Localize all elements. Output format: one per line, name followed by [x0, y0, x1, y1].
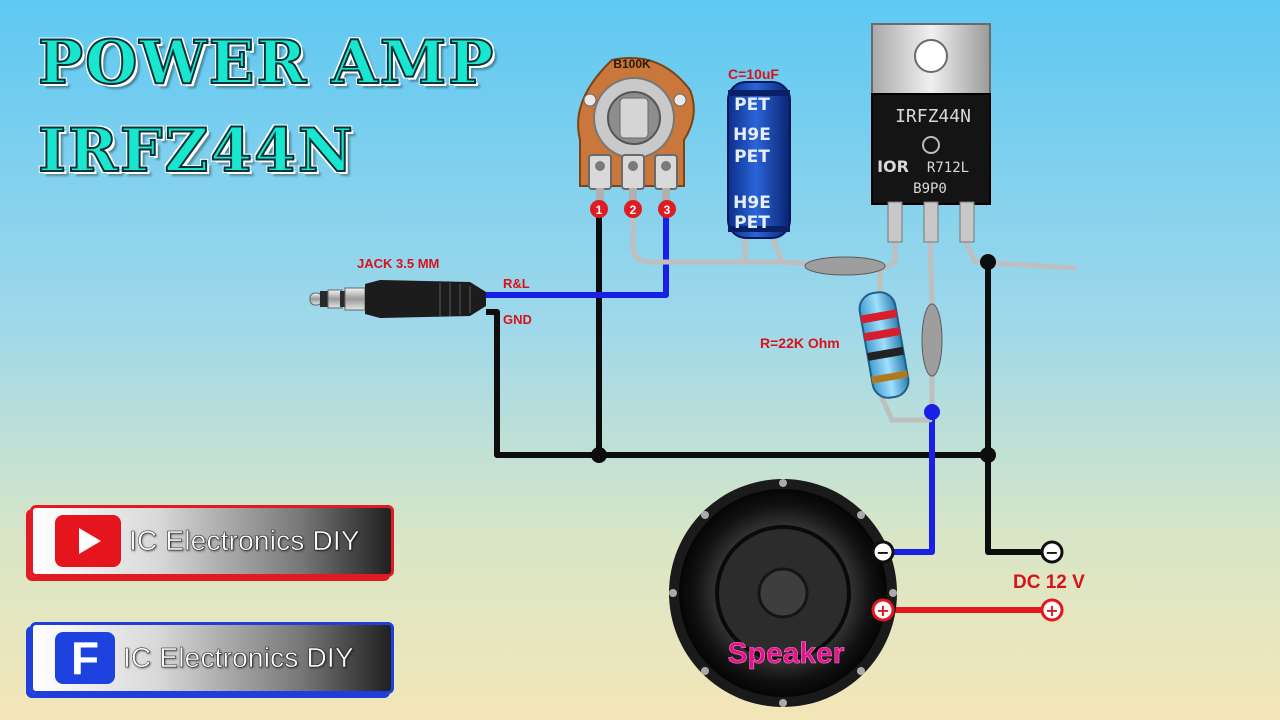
resistor-22k — [858, 291, 910, 399]
power-minus-sign: − — [1045, 543, 1058, 562]
page-title-line-1: POWER AMP — [37, 27, 496, 99]
electrolytic-capacitor: PET H9E PET H9E PET — [727, 81, 791, 239]
pot-pin-markers: 1 2 3 — [590, 200, 676, 218]
signal-wire — [486, 208, 669, 298]
black-wires — [486, 208, 1052, 555]
solder-joints — [804, 256, 943, 377]
blue-wires — [486, 208, 935, 555]
drain-to-power-wire — [985, 262, 1052, 555]
mosfet-part-number: IRFZ44N — [895, 106, 971, 127]
speaker-plus-sign: + — [876, 601, 889, 620]
speaker-negative-wire — [885, 412, 935, 555]
speaker-positive-terminal: + — [871, 598, 895, 622]
audio-jack-3-5mm — [309, 280, 486, 318]
jack-signal-label: R&L — [503, 276, 530, 291]
ground-bus-wire — [486, 309, 988, 458]
power-label: DC 12 V — [1013, 572, 1085, 593]
mosfet-irfz44n — [871, 23, 991, 243]
power-negative-terminal: − — [1040, 540, 1064, 564]
pot-pin-1: 1 — [596, 203, 603, 217]
capacitor-label: C=10uF — [728, 66, 779, 82]
facebook-page-badge[interactable]: F IC Electronics DIY — [30, 622, 394, 694]
speaker-label: Speaker — [728, 637, 845, 670]
youtube-channel-badge[interactable]: IC Electronics DIY — [30, 505, 394, 577]
facebook-letter: F — [70, 632, 100, 684]
mosfet-code-1: R712L — [927, 160, 969, 176]
jack-ground-label: GND — [503, 312, 532, 327]
speaker — [669, 479, 897, 707]
cap-text-1: PET — [734, 95, 770, 115]
pot-pin-3: 3 — [664, 203, 671, 217]
youtube-channel-name: IC Electronics DIY — [129, 525, 360, 557]
cap-text-3: PET — [734, 147, 770, 167]
cap-text-4: H9E — [733, 193, 771, 213]
power-positive-terminal: + — [1040, 598, 1064, 622]
potentiometer — [577, 57, 695, 202]
resistor-label: R=22K Ohm — [760, 335, 840, 351]
cap-text-2: H9E — [733, 125, 771, 145]
facebook-f-icon: F — [55, 632, 115, 684]
cap-text-5: PET — [734, 213, 770, 233]
potentiometer-label: B100K — [613, 57, 651, 71]
mosfet-code-2: B9P0 — [913, 181, 947, 197]
junction-dots — [591, 254, 996, 463]
youtube-play-icon — [55, 515, 121, 567]
mosfet-logo: IOR — [877, 157, 909, 176]
resistor-junction-dot — [924, 404, 940, 420]
facebook-page-name: IC Electronics DIY — [123, 642, 354, 674]
page-title-line-2: IRFZ44N — [37, 115, 355, 187]
power-plus-sign: + — [1045, 601, 1058, 620]
speaker-negative-terminal: − — [871, 540, 895, 564]
component-leads — [630, 205, 1078, 423]
speaker-minus-sign: − — [876, 543, 889, 562]
pot-pin-2: 2 — [630, 203, 637, 217]
jack-label: JACK 3.5 MM — [357, 256, 440, 271]
